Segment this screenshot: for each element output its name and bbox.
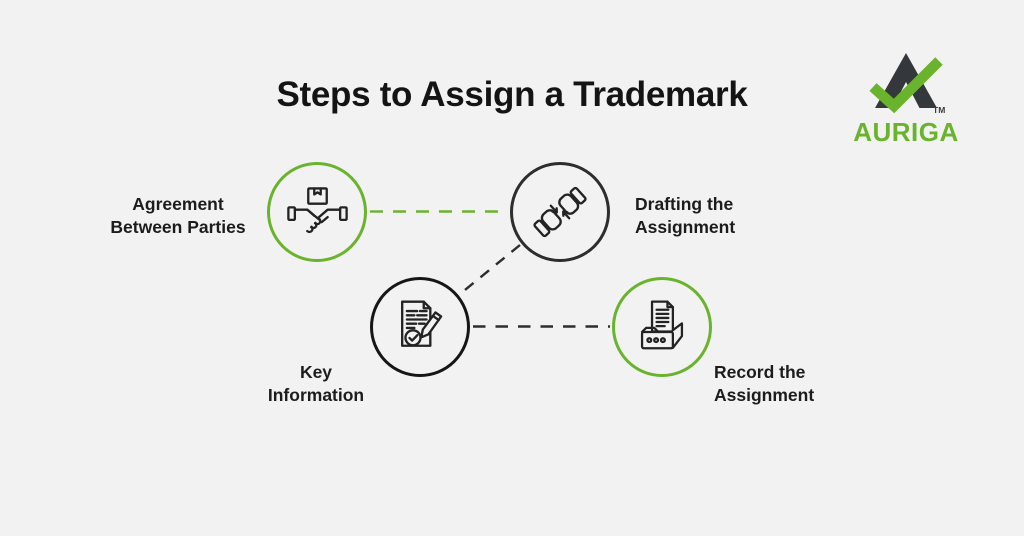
step-label-line: Key — [299, 362, 333, 382]
step-label-line: Agreement — [132, 194, 224, 214]
auriga-logo-icon: TM — [869, 53, 945, 115]
hand-transfer-icon — [533, 186, 587, 238]
step-circle-drafting — [510, 162, 610, 262]
step-circle-record — [612, 277, 712, 377]
step-circle-agreement — [267, 162, 367, 262]
document-check-pencil-icon — [401, 300, 443, 347]
page-title: Steps to Assign a Trademark — [276, 75, 748, 115]
step-label-line: Between Parties — [110, 217, 246, 237]
step-label-line: Assignment — [714, 385, 815, 405]
step-label-record: Record the Assignment — [714, 361, 814, 407]
step-label-line: Assignment — [635, 217, 736, 237]
step-circle-key-information — [370, 277, 470, 377]
connector-step2-step3 — [459, 244, 521, 295]
step-label-line: Information — [267, 385, 365, 405]
step-label-line: Record the — [714, 362, 806, 382]
trademark-symbol: TM — [933, 105, 945, 115]
auriga-logo: TM AURIGA — [846, 50, 966, 148]
archive-file-icon — [640, 300, 684, 350]
step-label-drafting: Drafting the Assignment — [635, 193, 735, 239]
auriga-brand-text: AURIGA — [853, 117, 959, 147]
step-label-line: Drafting the — [635, 194, 734, 214]
handshake-package-icon — [286, 187, 348, 234]
step-label-key-information: Key Information — [241, 361, 391, 407]
step-label-agreement: Agreement Between Parties — [78, 193, 278, 239]
